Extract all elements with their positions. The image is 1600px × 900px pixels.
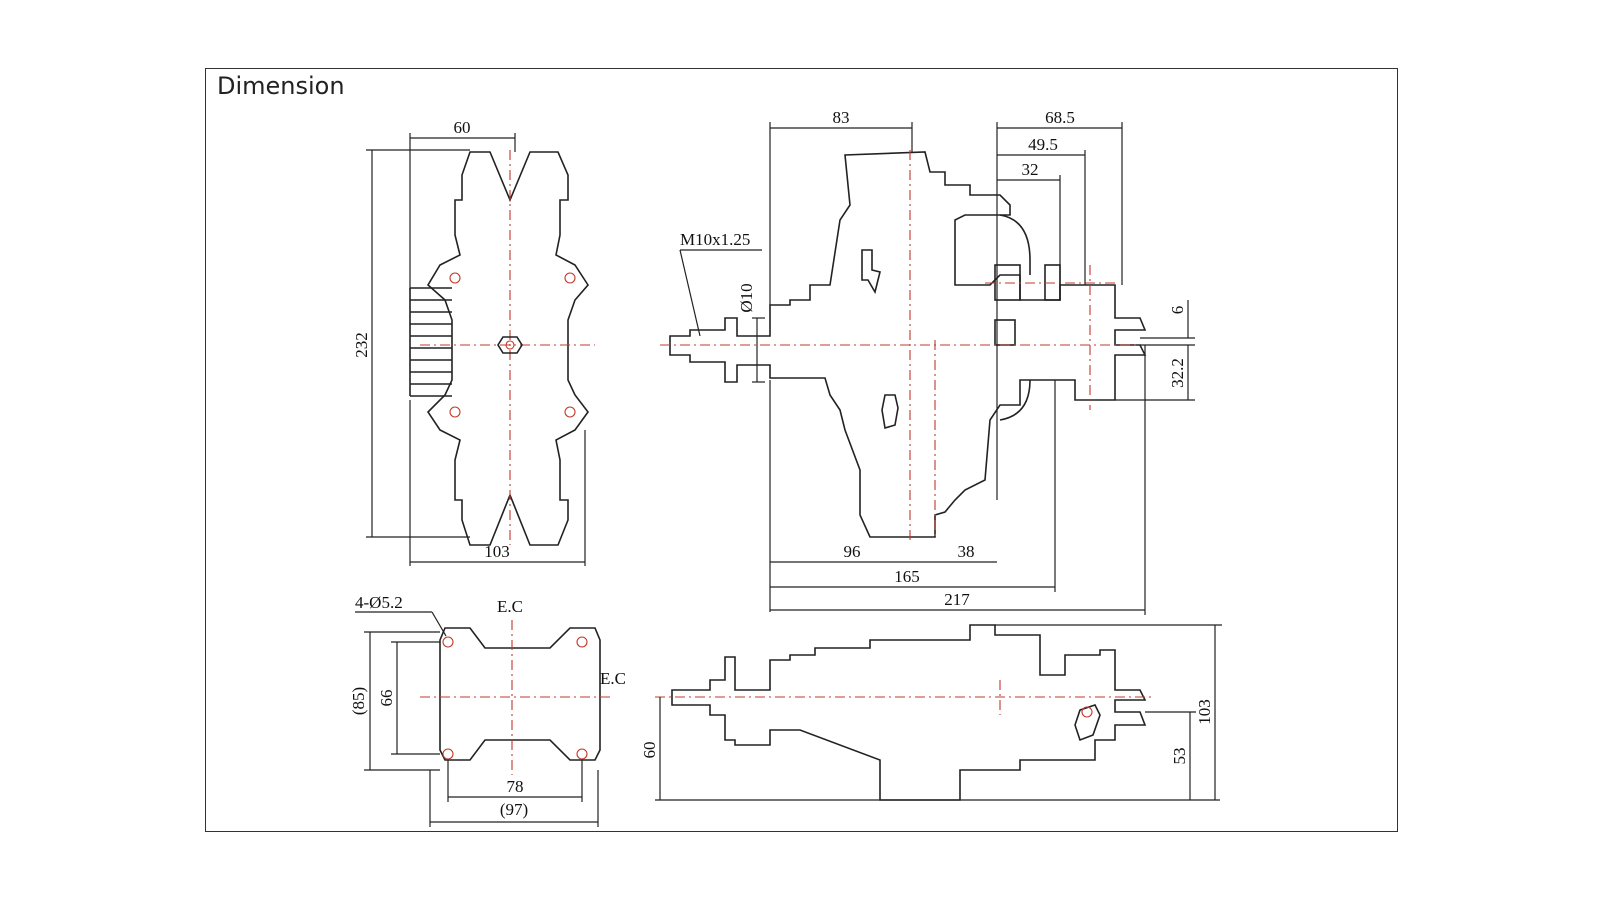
dim-60-bottom: 60: [640, 742, 659, 759]
dim-66: 66: [377, 690, 396, 707]
dim-53: 53: [1170, 748, 1189, 765]
dim-165: 165: [894, 567, 920, 586]
dim-103-right: 103: [1195, 699, 1214, 725]
dim-217: 217: [944, 590, 970, 609]
front-view: 60 232 103: [352, 118, 595, 566]
dim-103-bottom: 103: [484, 542, 510, 561]
thread-callout: M10x1.25: [680, 230, 750, 249]
bottom-view: 60 103 53: [640, 624, 1222, 801]
dim-bore: Ø10: [737, 283, 756, 312]
dim-96: 96: [844, 542, 861, 561]
dim-6: 6: [1168, 306, 1187, 315]
drawing-frame: [205, 68, 1398, 832]
dim-32-2: 32.2: [1168, 358, 1187, 388]
dim-60-top: 60: [454, 118, 471, 137]
page-title: Dimension: [217, 72, 345, 100]
side-view: 83 68.5 49.5 32 M10x1.25 Ø10 6 32.2 96 3…: [660, 108, 1195, 615]
dim-232: 232: [352, 332, 371, 358]
dim-97: (97): [500, 800, 528, 819]
holes-callout: 4-Ø5.2: [355, 593, 403, 612]
dim-85: (85): [349, 687, 368, 715]
ec-right-label: E.C: [600, 669, 626, 688]
dim-78: 78: [507, 777, 524, 796]
mount-view: 4-Ø5.2 E.C E.C (85) 66 78 (97): [349, 593, 626, 827]
ec-top-label: E.C: [497, 597, 523, 616]
dim-68-5: 68.5: [1045, 108, 1075, 127]
dim-32: 32: [1022, 160, 1039, 179]
dim-83: 83: [833, 108, 850, 127]
dim-38: 38: [958, 542, 975, 561]
dim-49-5: 49.5: [1028, 135, 1058, 154]
